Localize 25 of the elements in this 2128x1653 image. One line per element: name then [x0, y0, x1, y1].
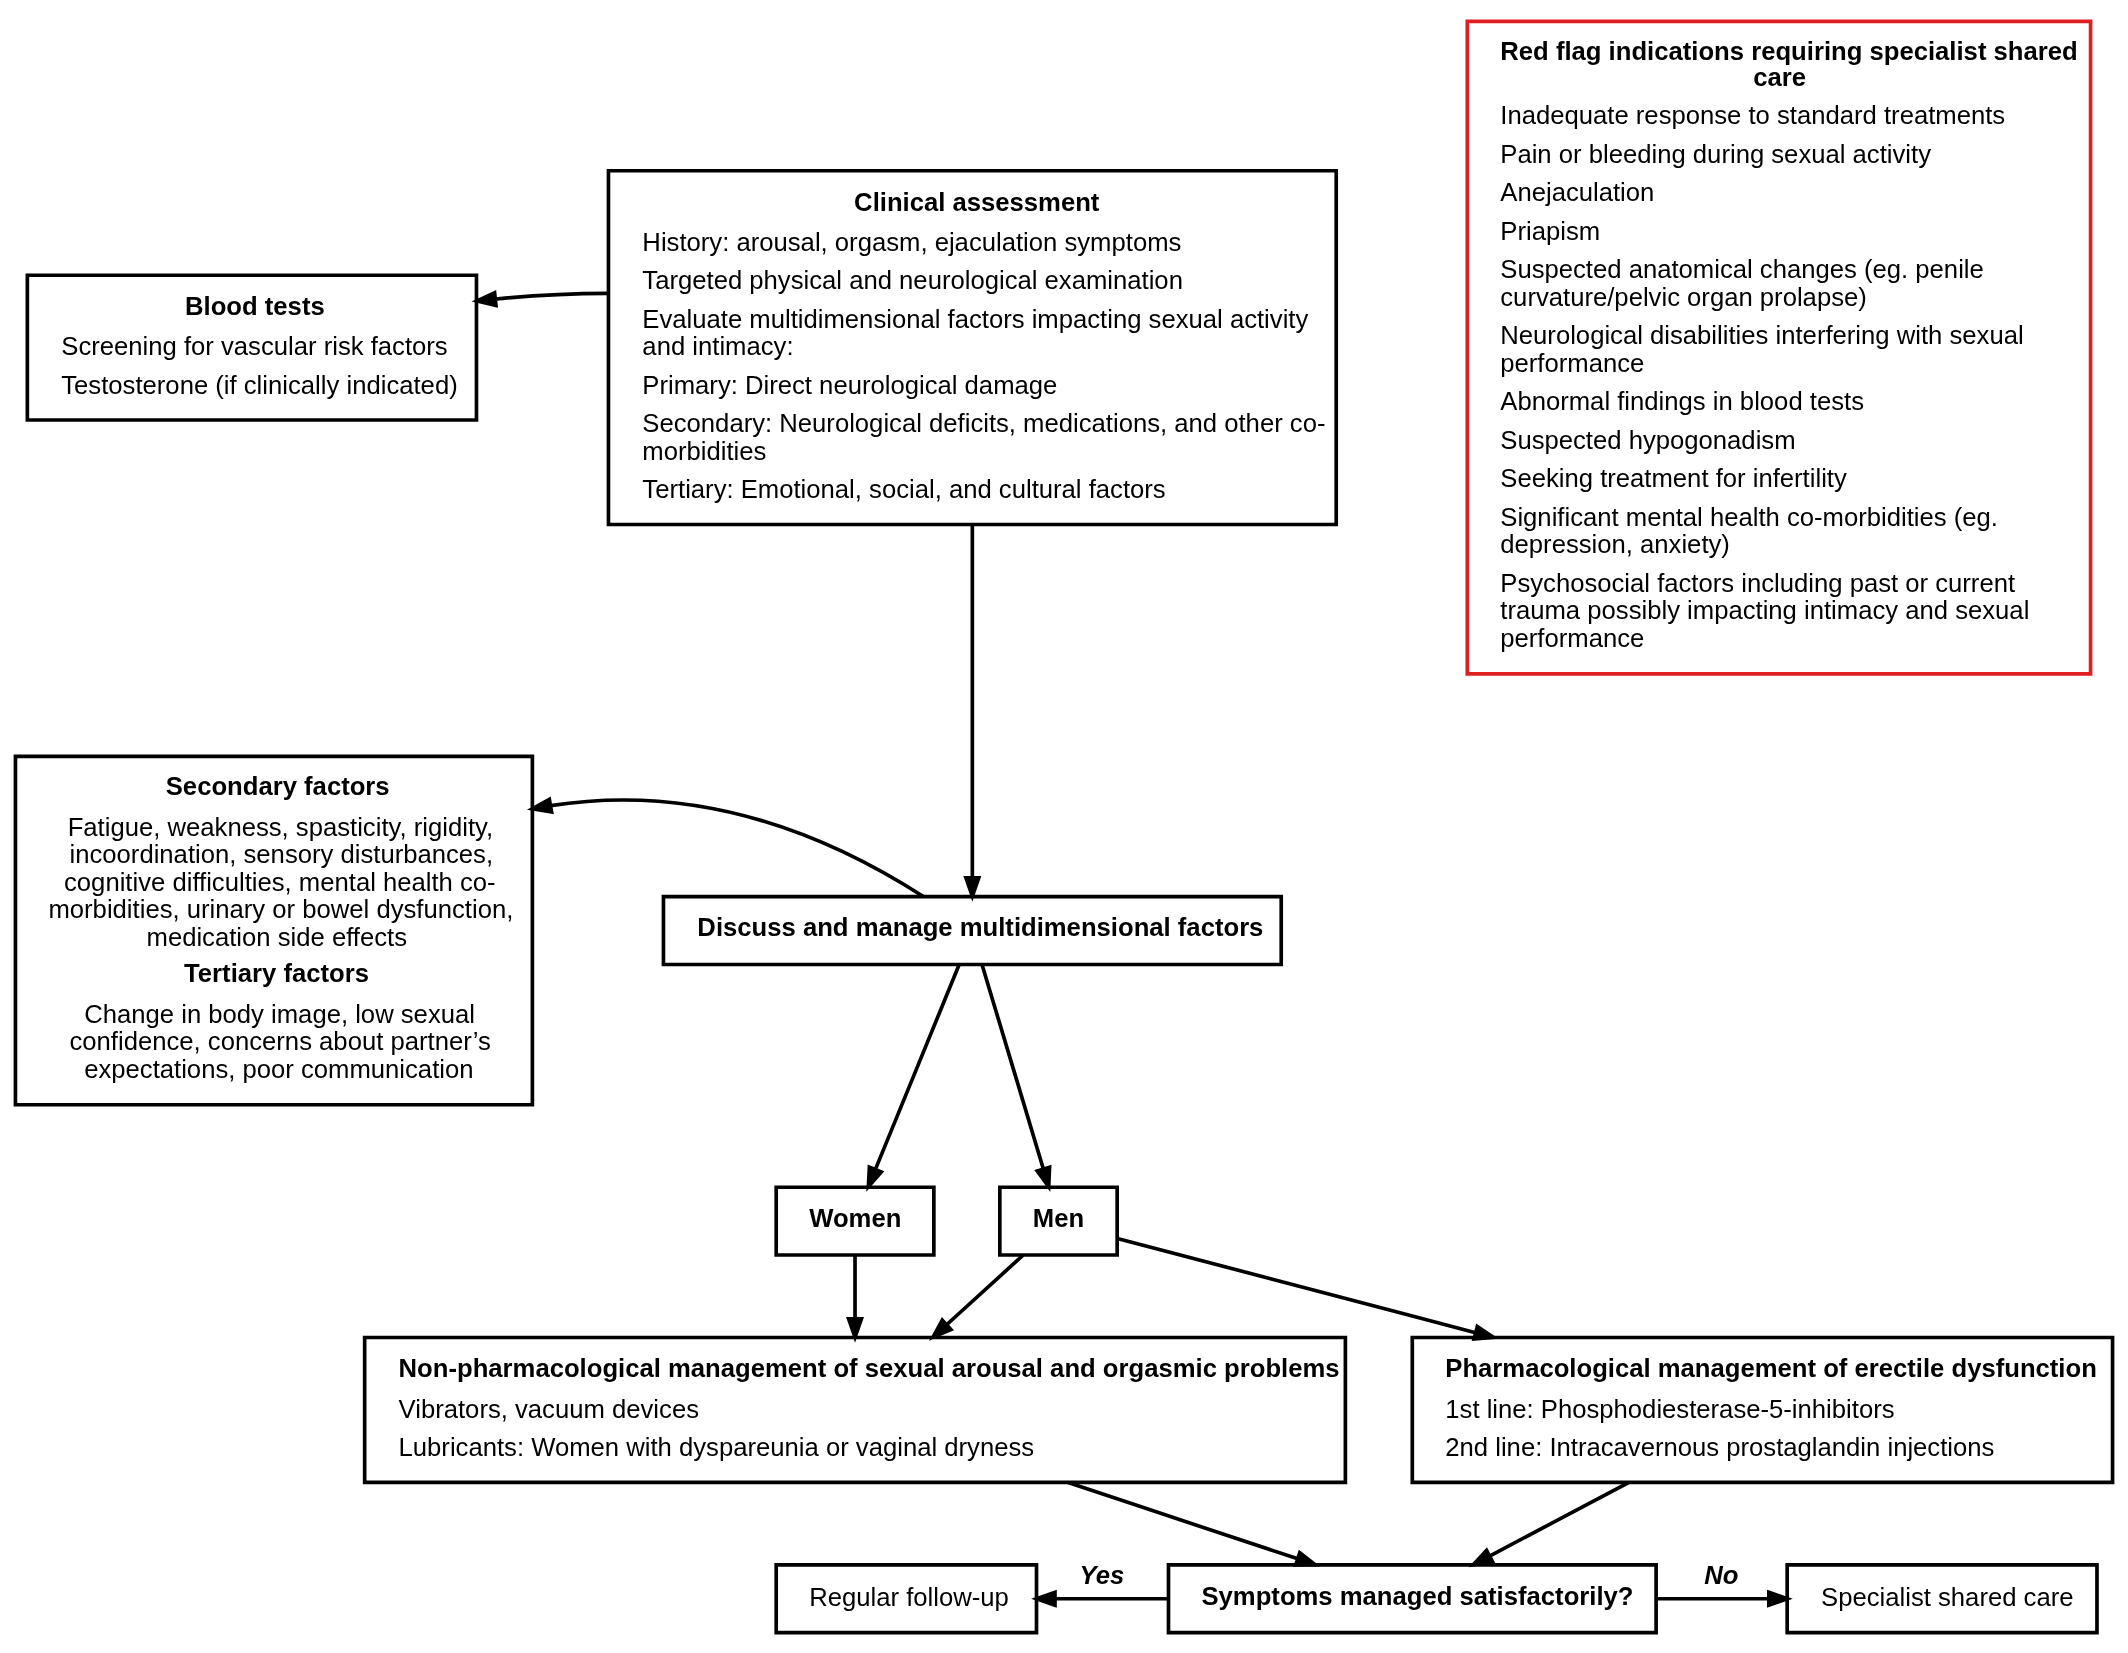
- arrow: [1656, 1589, 1793, 1608]
- edge-label: Yes: [1079, 1560, 1125, 1589]
- arrow: [1468, 1480, 1630, 1567]
- edge-label: No: [1704, 1560, 1739, 1589]
- node-box: Secondary factors Fatigue, weakness, spasticity, rigidity, incoordination, sensory disturbances, cognitive difficulties, mental health co-morbidities, urinary or bowel dysfunction, medication side effects Tertiary factors Change in body image, low sexual confidence, concerns about partner’s expectations, poor communication: [13, 754, 535, 1107]
- arrow: [1067, 1480, 1321, 1567]
- arrow: [980, 963, 1052, 1192]
- node-box: Pharmacological management of erectile dysfunction 1st line: Phosphodiesterase-5-inhibitors 2nd line: Intracavernous prostaglandin injections: [1410, 1335, 2115, 1484]
- node-box: Symptoms managed satisfactorily?: [1166, 1562, 1658, 1634]
- arrow: [471, 289, 609, 308]
- node-box: Discuss and manage multidimensional factors: [661, 894, 1284, 966]
- arrow: [1031, 1589, 1169, 1608]
- node-box: Women: [774, 1184, 936, 1257]
- node-box: Non-pharmacological management of sexual arousal and orgasmic problems Vibrators, vacuum devices Lubricants: Women with dyspareunia or vaginal dryness: [362, 1335, 1348, 1484]
- node-box: Clinical assessment History: arousal, orgasm, ejaculation symptoms Targeted physical and neurological examination Evaluate multidimensional factors impacting sexual activity and intimacy: Primary: Direct neurological damage Secondary: Neurological deficits, medications, and other co-morbidities Tertiary: Emotional, social, and cultural factors: [606, 168, 1339, 526]
- arrow: [866, 963, 961, 1192]
- arrow: [526, 795, 925, 898]
- node-box: Red flag indications requiring specialist shared care Inadequate response to standard treatments Pain or bleeding during sexual activity Anejaculation Priapism Suspected anatomical changes (eg. penile curvature/pelvic organ prolapse) Neurological disabilities interfering with sexual performance Abnormal findings in blood tests Suspected hypogonadism Seeking treatment for infertility Significant mental health co-morbidities (eg. depression, anxiety) Psychosocial factors including past or current trauma possibly impacting intimacy and sexual performance: [1465, 19, 2093, 676]
- node-box: Men: [998, 1184, 1119, 1257]
- node-box: Regular follow-up: [774, 1562, 1039, 1634]
- node-box: Blood tests Screening for vascular risk factors Testosterone (if clinically indicated): [25, 272, 479, 422]
- arrow: [928, 1253, 1025, 1341]
- node-box: Specialist shared care: [1785, 1562, 2099, 1634]
- arrow: [846, 1254, 865, 1343]
- arrow: [963, 524, 982, 902]
